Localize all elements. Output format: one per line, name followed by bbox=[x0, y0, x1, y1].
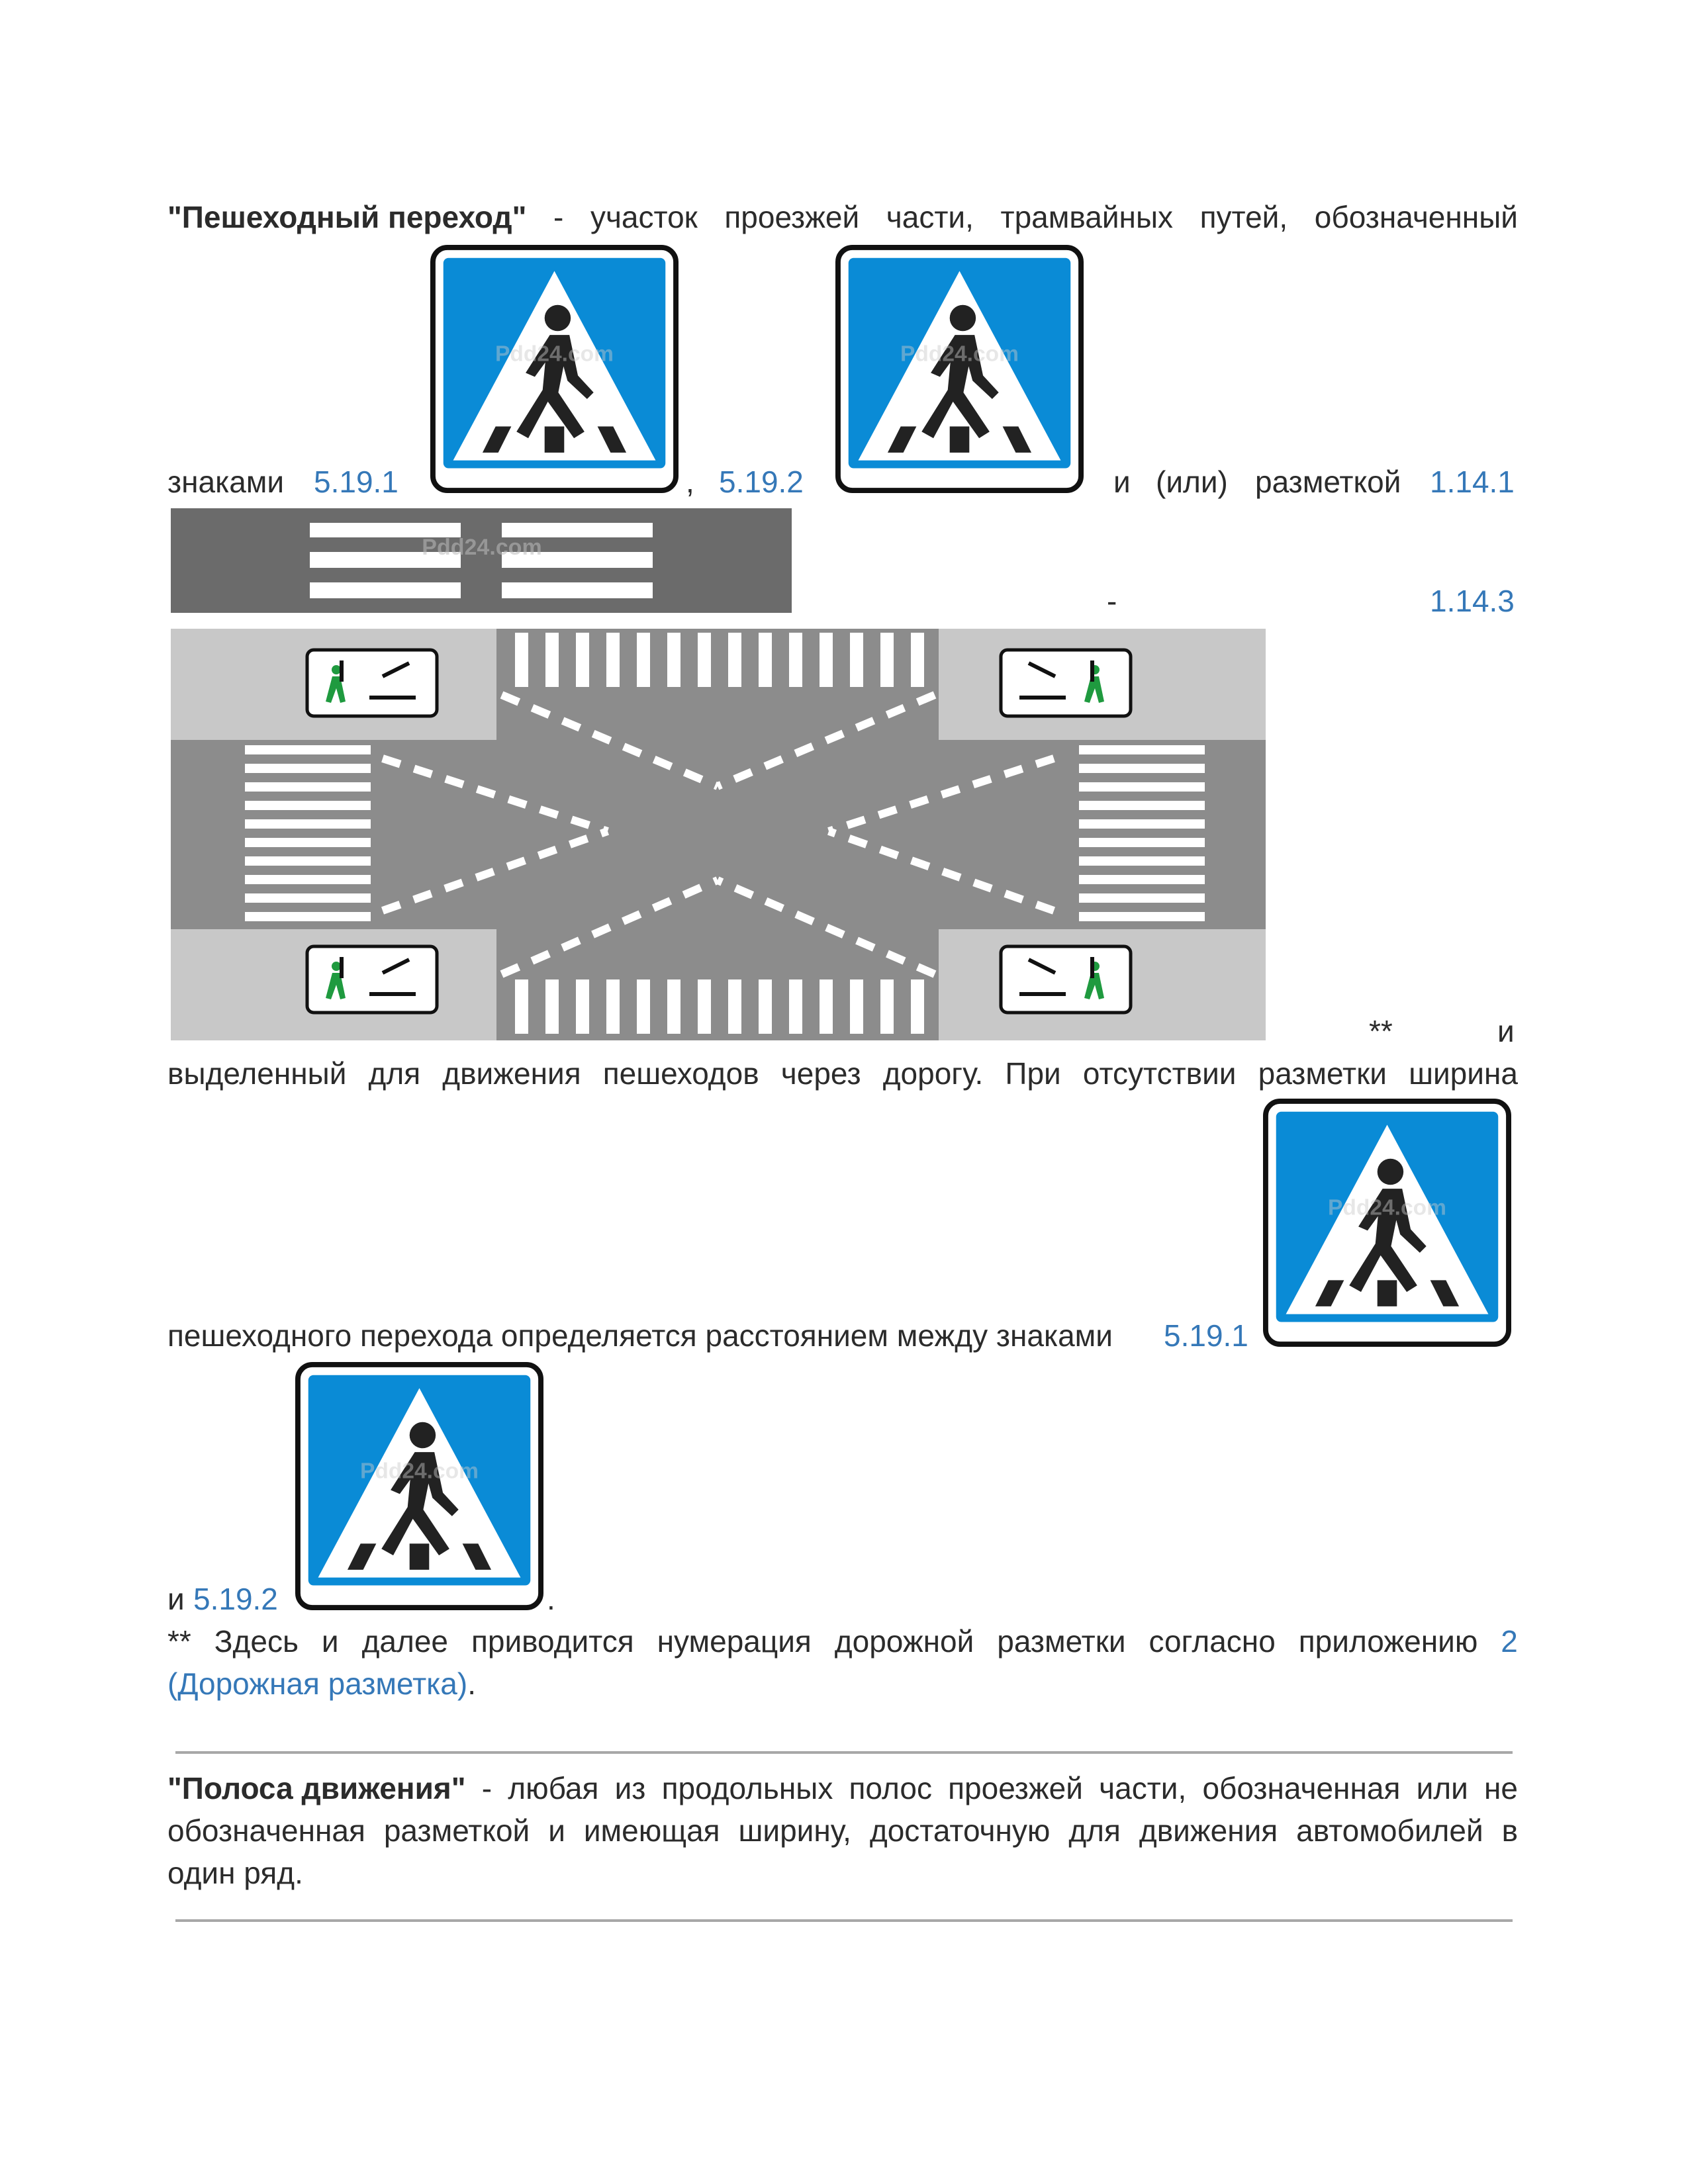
dash: - bbox=[1107, 584, 1117, 618]
word: далее bbox=[361, 1624, 448, 1659]
separator bbox=[175, 1919, 1513, 1922]
link-appendix-2[interactable]: 2 bbox=[1501, 1624, 1518, 1659]
word: участок bbox=[590, 200, 698, 234]
word: разметкой bbox=[383, 1813, 530, 1848]
word: трамвайных bbox=[1000, 200, 1174, 234]
word: и bbox=[321, 1624, 339, 1659]
word: продольных bbox=[661, 1771, 833, 1805]
crossing-line-5: выделенный для движения пешеходов через … bbox=[167, 1055, 1518, 1092]
word: путей, bbox=[1199, 200, 1288, 234]
pedestrian-crossing-sign-5-19-2-icon bbox=[295, 1362, 543, 1610]
word: - bbox=[481, 1771, 492, 1805]
separator bbox=[175, 1751, 1513, 1754]
word: Здесь bbox=[214, 1624, 299, 1659]
period: . bbox=[467, 1666, 476, 1701]
word-i: и bbox=[1497, 1014, 1515, 1048]
word: ** bbox=[167, 1624, 191, 1659]
word: в bbox=[1501, 1813, 1518, 1848]
footnote-marker: ** bbox=[1369, 1014, 1393, 1048]
word: отсутствии bbox=[1082, 1056, 1237, 1091]
word: проезжей bbox=[724, 200, 860, 234]
word: полос bbox=[849, 1771, 932, 1805]
footnote-line-1: ** Здесь и далее приводится нумерация до… bbox=[167, 1623, 1518, 1660]
word: ширину, bbox=[738, 1813, 851, 1848]
word: дорожной bbox=[834, 1624, 974, 1659]
word: части, bbox=[886, 200, 974, 234]
word: автомобилей bbox=[1296, 1813, 1483, 1848]
word: приводится bbox=[471, 1624, 634, 1659]
term-lane: "Полоса движения" bbox=[167, 1771, 466, 1805]
crossing-line-6-text: пешеходного перехода определяется рассто… bbox=[167, 1318, 1113, 1353]
word: части, bbox=[1099, 1771, 1187, 1805]
word: дорогу. bbox=[882, 1056, 984, 1091]
word: нумерация bbox=[657, 1624, 812, 1659]
word-znakami: знаками bbox=[167, 465, 285, 499]
word: для bbox=[1068, 1813, 1121, 1848]
pedestrian-crossing-sign-5-19-1-icon bbox=[1263, 1099, 1511, 1347]
lane-line-1: "Полоса движения" - любая из продольных … bbox=[167, 1770, 1518, 1807]
word: обозначенная bbox=[1202, 1771, 1401, 1805]
pedestrian-crossing-sign-5-19-2-icon bbox=[835, 245, 1084, 493]
link-sign-5-19-2[interactable]: 5.19.2 bbox=[193, 1582, 278, 1616]
link-sign-5-19-2[interactable]: 5.19.2 bbox=[719, 465, 804, 499]
word: любая bbox=[508, 1771, 599, 1805]
link-marking-1-14-3[interactable]: 1.14.3 bbox=[1430, 584, 1515, 618]
lane-line-3: один ряд. bbox=[167, 1856, 303, 1890]
link-sign-5-19-1[interactable]: 5.19.1 bbox=[314, 465, 399, 499]
word-i: и bbox=[167, 1582, 185, 1616]
word-razmetkoy: разметкой bbox=[1255, 465, 1401, 499]
word: из bbox=[614, 1771, 646, 1805]
word: разметки bbox=[997, 1624, 1126, 1659]
word-ili: (или) bbox=[1156, 465, 1228, 499]
pedestrian-crossing-sign-5-19-1-icon bbox=[430, 245, 679, 493]
word: движения bbox=[1139, 1813, 1278, 1848]
crossing-line-1: "Пешеходный переход" - участок проезжей … bbox=[167, 199, 1518, 236]
word: При bbox=[1005, 1056, 1061, 1091]
period: . bbox=[547, 1582, 555, 1616]
svg-text:Pdd24.com: Pdd24.com bbox=[422, 535, 541, 560]
word-i: и bbox=[1113, 465, 1131, 499]
footnote-line-2: (Дорожная разметка). bbox=[167, 1665, 476, 1702]
term-pedestrian-crossing: "Пешеходный переход" bbox=[167, 200, 527, 234]
word: ширина bbox=[1409, 1056, 1518, 1091]
word: через bbox=[780, 1056, 861, 1091]
word: выделенный bbox=[167, 1056, 347, 1091]
word: движения bbox=[442, 1056, 581, 1091]
word: проезжей bbox=[948, 1771, 1083, 1805]
road-marking-1-14-3-intersection-icon bbox=[171, 629, 1266, 1040]
word: разметки bbox=[1258, 1056, 1387, 1091]
word: достаточную bbox=[869, 1813, 1051, 1848]
word: имеющая bbox=[583, 1813, 720, 1848]
comma: , bbox=[686, 465, 694, 499]
word: и bbox=[548, 1813, 565, 1848]
link-sign-5-19-1[interactable]: 5.19.1 bbox=[1164, 1318, 1248, 1353]
road-marking-1-14-1-icon: Pdd24.com bbox=[171, 508, 792, 613]
word: согласно bbox=[1149, 1624, 1276, 1659]
word: - bbox=[553, 200, 564, 234]
word: для bbox=[368, 1056, 421, 1091]
word: не bbox=[1484, 1771, 1518, 1805]
word: приложению bbox=[1298, 1624, 1478, 1659]
word: обозначенный bbox=[1314, 200, 1518, 234]
lane-line-2: обозначенная разметкой и имеющая ширину,… bbox=[167, 1812, 1518, 1849]
word: обозначенная bbox=[167, 1813, 365, 1848]
word: пешеходов bbox=[602, 1056, 759, 1091]
link-marking-1-14-1[interactable]: 1.14.1 bbox=[1430, 465, 1515, 499]
link-appendix-road-marking[interactable]: (Дорожная разметка) bbox=[167, 1666, 468, 1701]
word: или bbox=[1416, 1771, 1468, 1805]
